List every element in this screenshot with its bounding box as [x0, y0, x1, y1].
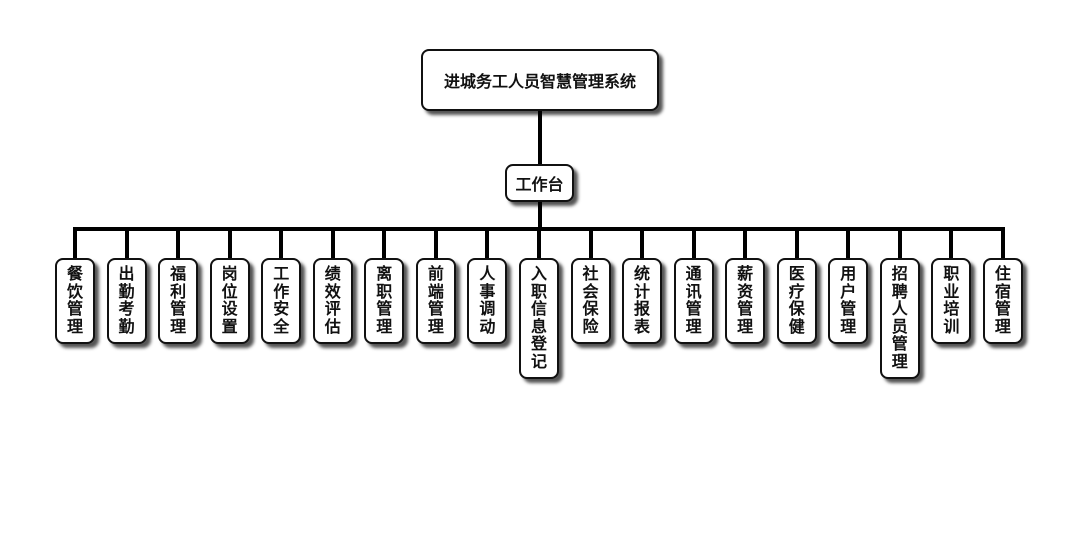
module-label: 职业培训	[943, 264, 960, 336]
connector-module	[794, 229, 799, 258]
module-label: 前端管理	[427, 264, 444, 336]
connector-module	[743, 229, 748, 258]
connector-module	[949, 229, 954, 258]
connector-module	[846, 229, 851, 258]
connector-module	[1000, 229, 1005, 258]
connector-module	[330, 229, 335, 258]
module-label: 用户管理	[840, 264, 857, 336]
module-label: 离职管理	[376, 264, 393, 336]
connector-root-hub	[538, 111, 542, 164]
connector-hub-bus	[538, 202, 542, 230]
module-label: 入职信息登记	[530, 264, 547, 371]
module-label: 统计报表	[634, 264, 651, 336]
module-node: 人事调动	[467, 258, 508, 344]
connector-module	[124, 229, 129, 258]
module-node: 工作安全	[261, 258, 302, 344]
module-node: 绩效评估	[312, 258, 353, 344]
module-label: 薪资管理	[737, 264, 754, 336]
module-node: 福利管理	[158, 258, 199, 344]
connector-module	[73, 229, 77, 258]
module-label: 社会保险	[582, 264, 599, 336]
hub-label: 工作台	[515, 175, 564, 194]
module-node: 薪资管理	[725, 258, 766, 344]
root-node: 进城务工人员智慧管理系统	[421, 49, 659, 111]
connector-module	[433, 229, 438, 258]
module-label: 工作安全	[273, 264, 290, 336]
connector-module	[485, 229, 490, 258]
module-label: 通讯管理	[685, 264, 702, 336]
module-label: 招聘人员管理	[891, 264, 908, 371]
module-node: 医疗保健	[776, 258, 817, 344]
hub-node: 工作台	[505, 164, 574, 202]
connector-module	[588, 229, 593, 258]
connector-module	[640, 229, 645, 258]
connector-module	[227, 229, 232, 258]
module-label: 出勤考勤	[118, 264, 135, 336]
module-label: 医疗保健	[788, 264, 805, 336]
module-node: 招聘人员管理	[879, 258, 920, 379]
connector-module	[176, 229, 181, 258]
module-node: 住宿管理	[982, 258, 1023, 344]
module-label: 福利管理	[170, 264, 187, 336]
module-node: 前端管理	[415, 258, 456, 344]
module-node: 社会保险	[570, 258, 611, 344]
module-node: 入职信息登记	[518, 258, 559, 379]
module-label: 绩效评估	[324, 264, 341, 336]
module-label: 餐饮管理	[67, 264, 84, 336]
module-node: 统计报表	[622, 258, 663, 344]
module-node: 岗位设置	[209, 258, 250, 344]
module-label: 人事调动	[479, 264, 496, 336]
module-node: 通讯管理	[673, 258, 714, 344]
connector-module	[279, 229, 284, 258]
connector-module	[536, 229, 541, 258]
connector-module	[897, 229, 902, 258]
module-node: 餐饮管理	[55, 258, 95, 344]
connector-module	[382, 229, 387, 258]
module-label: 住宿管理	[994, 264, 1011, 336]
connector-module	[691, 229, 696, 258]
module-label: 岗位设置	[221, 264, 238, 336]
module-node: 用户管理	[828, 258, 869, 344]
root-label: 进城务工人员智慧管理系统	[443, 72, 636, 91]
module-node: 出勤考勤	[106, 258, 147, 344]
module-node: 离职管理	[364, 258, 405, 344]
module-node: 职业培训	[931, 258, 972, 344]
